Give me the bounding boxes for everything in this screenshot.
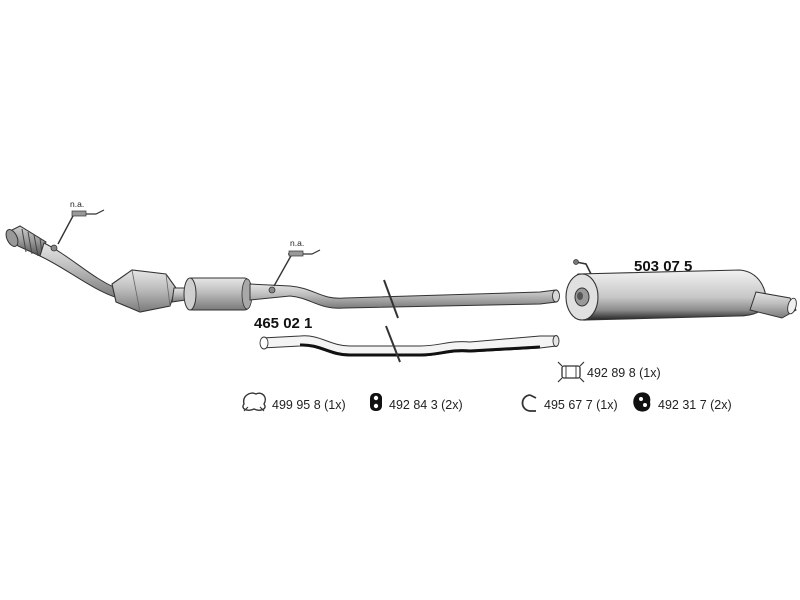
sensor-note-2: n.a. [290,238,304,248]
middle-pipe: 465 02 1 [254,315,560,363]
clamp-ring-icon [242,392,266,412]
middle-pipe-part-number: 465 02 1 [254,315,312,332]
accessory-code: 492 84 3 (2x) [389,398,463,412]
oxygen-sensor-2: n.a. [273,238,321,287]
front-pipe-rear-section [249,279,560,319]
accessory-pipe-connector: 492 89 8 (1x) [557,361,661,383]
accessory-rubber-hanger: 492 31 7 (2x) [633,392,732,412]
sensor-note-1: n.a. [70,199,84,209]
pipe-connector-icon [557,361,585,383]
accessory-code: 492 89 8 (1x) [587,366,661,380]
accessory-code: 492 31 7 (2x) [658,398,732,412]
rubber-mount-icon [370,393,382,411]
center-silencer [183,277,253,311]
oxygen-sensor-1: n.a. [57,199,105,245]
rear-silencer: 503 07 5 [565,258,797,321]
accessory-code: 499 95 8 (1x) [272,398,346,412]
accessory-clamp-ring: 499 95 8 (1x) [242,392,346,412]
front-pipe-catalyst [5,225,187,313]
u-clamp-icon [521,394,537,412]
accessory-u-clamp: 495 67 7 (1x) [521,394,618,412]
rear-silencer-part-number: 503 07 5 [634,258,692,275]
accessory-rubber-mount: 492 84 3 (2x) [370,393,463,412]
rubber-hanger-icon [633,392,651,412]
accessory-code: 495 67 7 (1x) [544,398,618,412]
